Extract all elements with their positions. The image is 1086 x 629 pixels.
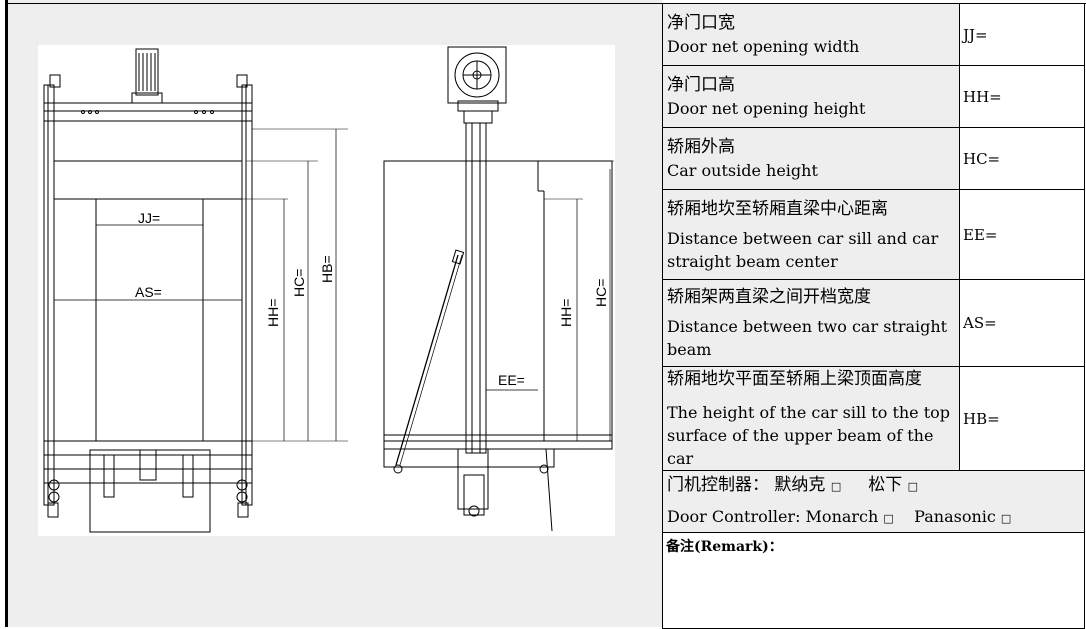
door-controller-zh-label: 门机控制器：	[667, 475, 769, 495]
door-controller-en: Door Controller: Monarch □ Panasonic □	[667, 505, 1080, 530]
spec-label-en: Door net opening height	[667, 99, 866, 118]
spec-value-cell[interactable]: HB=	[959, 366, 1085, 471]
dim-label-hc-front: HC=	[291, 269, 307, 297]
monarch-checkbox-zh[interactable]: □	[830, 480, 842, 493]
remark-label: 备注(Remark)：	[666, 539, 783, 555]
remark-cell[interactable]: 备注(Remark)：	[662, 532, 1085, 629]
spec-value-cell[interactable]: HC=	[959, 127, 1085, 190]
elevator-drawing-svg: JJ= AS= HH= HC= HB= EE= HH= HC=	[43, 46, 614, 533]
spec-label-zh: 净门口高	[667, 75, 735, 95]
spec-label-zh: 轿厢地坎平面至轿厢上梁顶面高度	[667, 369, 922, 389]
spec-label-en: Car outside height	[667, 161, 818, 180]
monarch-checkbox[interactable]: □	[883, 512, 894, 525]
spec-label-cell: 轿厢外高 Car outside height	[662, 127, 960, 190]
spec-label-zh: 轿厢地坎至轿厢直梁中心距离	[667, 198, 888, 219]
spec-table: 净门口宽 Door net opening width JJ= 净门口高 Doo…	[662, 3, 1085, 629]
door-controller-option-panasonic-zh: 松下	[868, 475, 903, 495]
spec-label-cell: 净门口高 Door net opening height	[662, 65, 960, 128]
spec-label-en: Door net opening width	[667, 37, 860, 56]
dim-label-hb-front: HB=	[319, 255, 335, 283]
dim-label-ee: EE=	[498, 372, 525, 388]
panasonic-checkbox[interactable]: □	[1000, 512, 1012, 525]
table-row: 轿厢架两直梁之间开档宽度 Distance between two car st…	[662, 279, 1085, 367]
table-row: 备注(Remark)：	[662, 532, 1085, 629]
spec-label-zh: 净门口宽	[667, 13, 735, 33]
spec-value-cell[interactable]: AS=	[959, 279, 1085, 367]
table-row: 门机控制器： 默纳克 □ 松下 □ Door Controller: Monar…	[662, 470, 1085, 533]
elevator-drawing: JJ= AS= HH= HC= HB= EE= HH= HC=	[38, 45, 615, 536]
table-row: 净门口宽 Door net opening width JJ=	[662, 3, 1085, 66]
door-controller-zh: 门机控制器： 默纳克 □ 松下 □	[667, 473, 1080, 499]
panasonic-checkbox-zh[interactable]: □	[907, 480, 919, 493]
top-border-line	[8, 3, 1086, 4]
table-row: 净门口高 Door net opening height HH=	[662, 65, 1085, 128]
dim-label-hc-side: HC=	[593, 279, 609, 307]
left-gutter	[0, 0, 9, 627]
left-border-line	[5, 0, 8, 627]
spec-value-cell[interactable]: HH=	[959, 65, 1085, 128]
spec-label-cell: 轿厢地坎平面至轿厢上梁顶面高度 The height of the car si…	[662, 366, 960, 471]
dim-label-hh-side: HH=	[558, 299, 574, 327]
door-controller-option-monarch-zh: 默纳克	[774, 475, 826, 495]
spec-label-zh: 轿厢架两直梁之间开档宽度	[667, 287, 871, 307]
spec-label-en: Distance between two car straight beam	[667, 317, 948, 359]
door-controller-cell: 门机控制器： 默纳克 □ 松下 □ Door Controller: Monar…	[662, 470, 1085, 533]
spec-label-zh: 轿厢外高	[667, 137, 735, 157]
spec-label-en: Distance between car sill and car straig…	[667, 228, 939, 271]
dim-label-hh-front: HH=	[265, 299, 281, 327]
door-controller-option-panasonic-en: Panasonic	[914, 507, 996, 526]
table-row: 轿厢地坎至轿厢直梁中心距离 Distance between car sill …	[662, 189, 1085, 280]
spec-value-cell[interactable]: EE=	[959, 189, 1085, 280]
spec-value-cell[interactable]: JJ=	[959, 3, 1085, 66]
dim-label-as: AS=	[135, 284, 162, 300]
spec-label-cell: 净门口宽 Door net opening width	[662, 3, 960, 66]
spec-label-cell: 轿厢架两直梁之间开档宽度 Distance between two car st…	[662, 279, 960, 367]
spec-label-en: The height of the car sill to the top su…	[667, 403, 951, 468]
door-controller-en-label: Door Controller: Monarch	[667, 507, 879, 526]
table-row: 轿厢地坎平面至轿厢上梁顶面高度 The height of the car si…	[662, 366, 1085, 471]
dim-label-jj: JJ=	[138, 210, 160, 226]
spec-label-cell: 轿厢地坎至轿厢直梁中心距离 Distance between car sill …	[662, 189, 960, 280]
table-row: 轿厢外高 Car outside height HC=	[662, 127, 1085, 190]
